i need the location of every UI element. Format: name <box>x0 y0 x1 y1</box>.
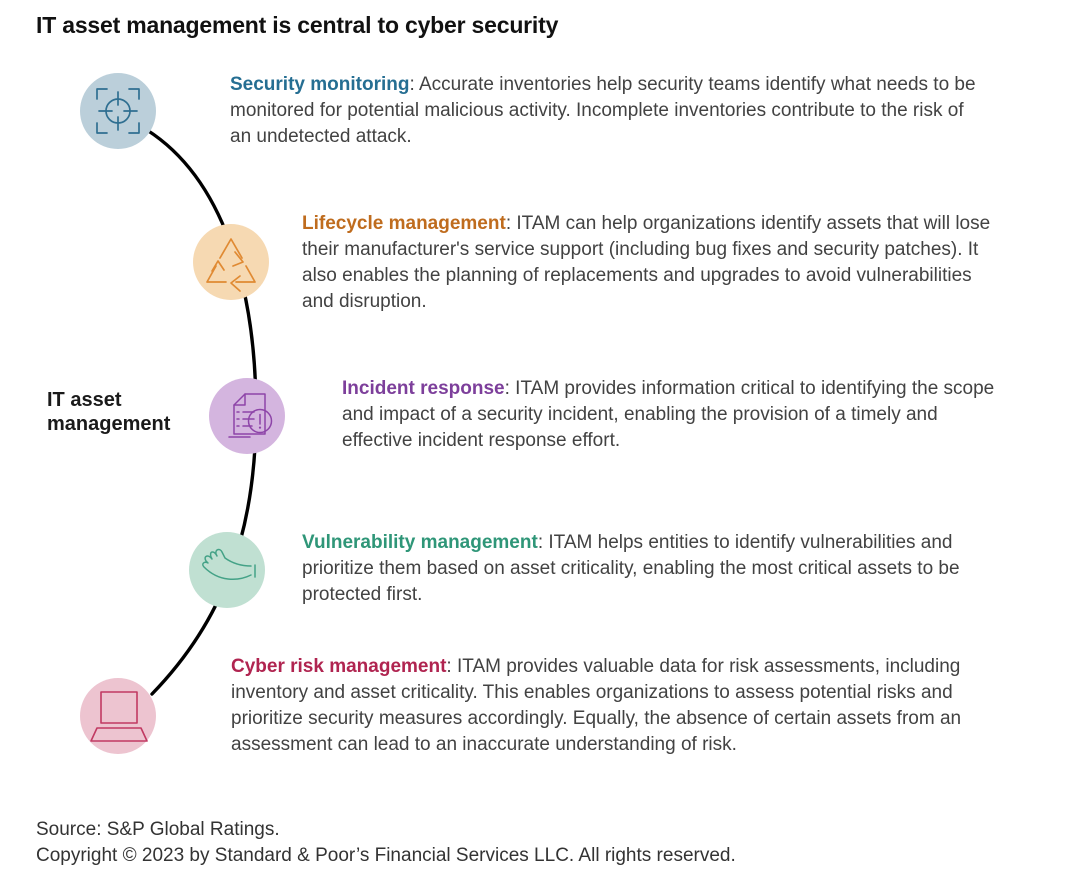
security-monitoring-circle <box>80 73 156 149</box>
center-label: IT asset management <box>47 388 170 436</box>
center-label-line1: IT asset <box>47 389 122 411</box>
vulnerability-management-circle <box>189 532 265 608</box>
section-security-monitoring: Security monitoring: Accurate inventorie… <box>230 72 978 150</box>
source-line: Source: S&P Global Ratings. <box>36 819 280 840</box>
section-body: : ITAM can help organizations identify a… <box>302 213 991 312</box>
section-body: : ITAM provides valuable data for risk a… <box>231 656 962 755</box>
page-title: IT asset management is central to cyber … <box>36 12 559 38</box>
section-incident-response: Incident response: ITAM provides informa… <box>342 376 1010 454</box>
section-heading: Security monitoring <box>230 74 410 95</box>
section-body: : Accurate inventories help security tea… <box>230 74 976 147</box>
copyright-line: Copyright © 2023 by Standard & Poor’s Fi… <box>36 845 736 866</box>
laptop-icon <box>90 691 148 742</box>
incident-response-circle <box>209 378 285 454</box>
section-heading: Cyber risk management <box>231 656 447 677</box>
section-heading: Vulnerability management <box>302 532 538 553</box>
section-heading: Lifecycle management <box>302 213 506 234</box>
section-cyber-risk-management: Cyber risk management: ITAM provides val… <box>231 654 983 758</box>
section-lifecycle-management: Lifecycle management: ITAM can help orga… <box>302 211 1002 315</box>
section-vulnerability-management: Vulnerability management: ITAM helps ent… <box>302 530 1002 608</box>
document-alert-icon <box>228 393 273 438</box>
target-icon <box>96 88 140 134</box>
footer: Source: S&P Global Ratings. Copyright © … <box>36 817 736 869</box>
open-hand-icon <box>202 548 256 580</box>
lifecycle-management-circle <box>193 224 269 300</box>
cyber-risk-management-circle <box>80 678 156 754</box>
center-label-line2: management <box>47 413 171 435</box>
recycle-icon <box>206 238 256 292</box>
section-heading: Incident response <box>342 378 505 399</box>
section-body: : ITAM helps entities to identify vulner… <box>302 532 960 605</box>
section-body: : ITAM provides information critical to … <box>342 378 995 451</box>
